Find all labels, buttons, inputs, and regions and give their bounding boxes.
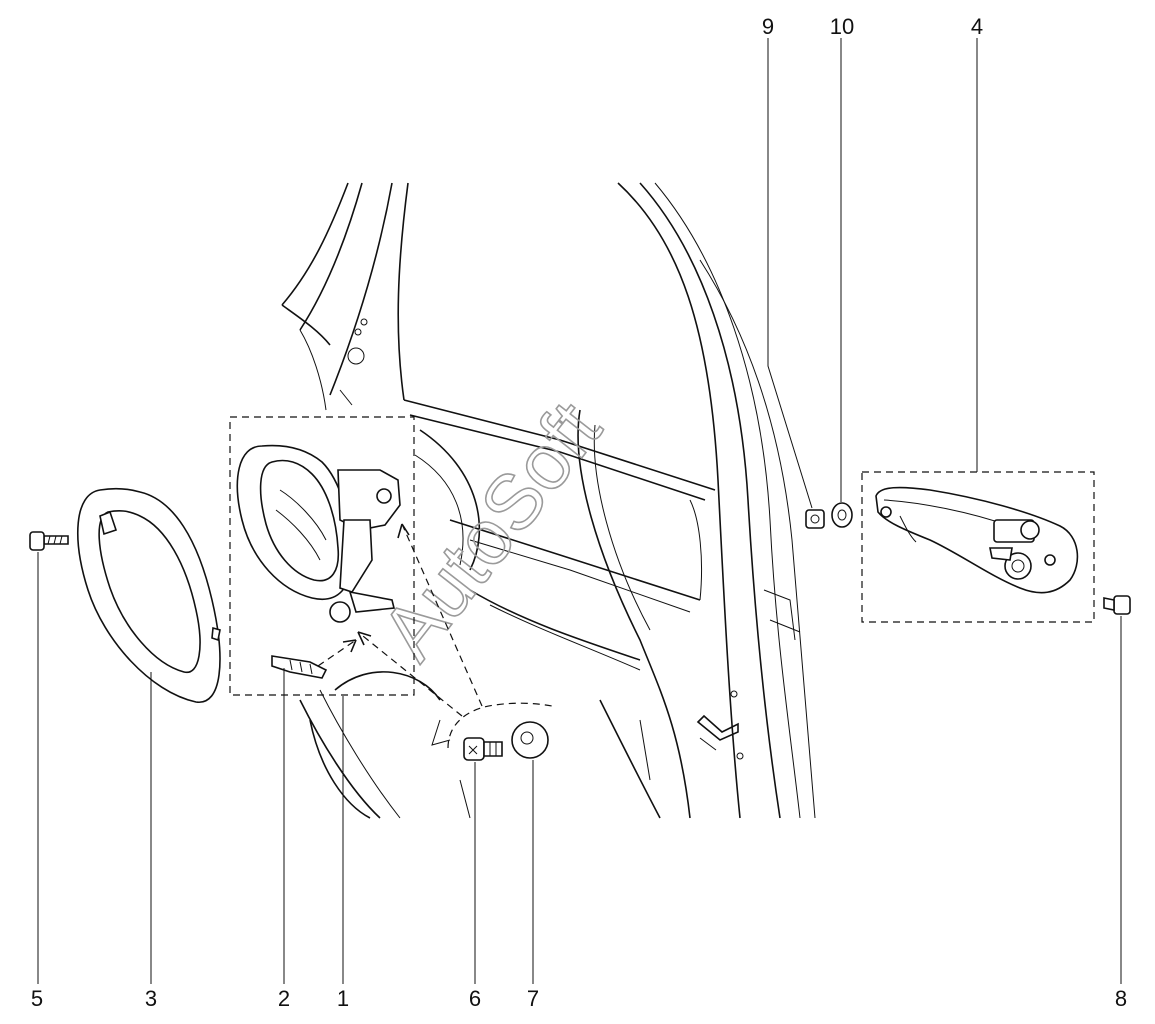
leader-lines xyxy=(37,38,1122,984)
part-4-outer-handle xyxy=(875,486,1079,594)
callout-2: 2 xyxy=(278,986,290,1011)
part-2-clip xyxy=(271,655,328,679)
part-5-screw xyxy=(29,531,69,551)
part-3-bezel xyxy=(77,487,221,703)
callout-4: 4 xyxy=(971,14,983,39)
parts-6-7-group-arc xyxy=(447,702,553,749)
callout-labels: 9 10 4 5 3 2 1 6 7 8 xyxy=(31,14,1127,1011)
watermark-text: AutoSoft xyxy=(364,385,618,675)
callout-10: 10 xyxy=(830,14,854,39)
callout-1: 1 xyxy=(337,986,349,1011)
callout-9: 9 xyxy=(762,14,774,39)
part-6-screw xyxy=(463,737,503,761)
part-1-inner-handle xyxy=(236,444,401,623)
part-8-screw xyxy=(1103,595,1131,615)
part-4-group-box xyxy=(861,471,1095,623)
part-1-group-box xyxy=(229,416,415,696)
assembly-arrows xyxy=(317,523,483,717)
callout-6: 6 xyxy=(469,986,481,1011)
callout-5: 5 xyxy=(31,986,43,1011)
part-7-cap xyxy=(511,721,549,759)
callout-3: 3 xyxy=(145,986,157,1011)
callout-8: 8 xyxy=(1115,986,1127,1011)
car-body-outline xyxy=(281,182,816,819)
callout-7: 7 xyxy=(527,986,539,1011)
part-9-nut xyxy=(805,509,825,529)
part-10-washer xyxy=(831,502,853,528)
